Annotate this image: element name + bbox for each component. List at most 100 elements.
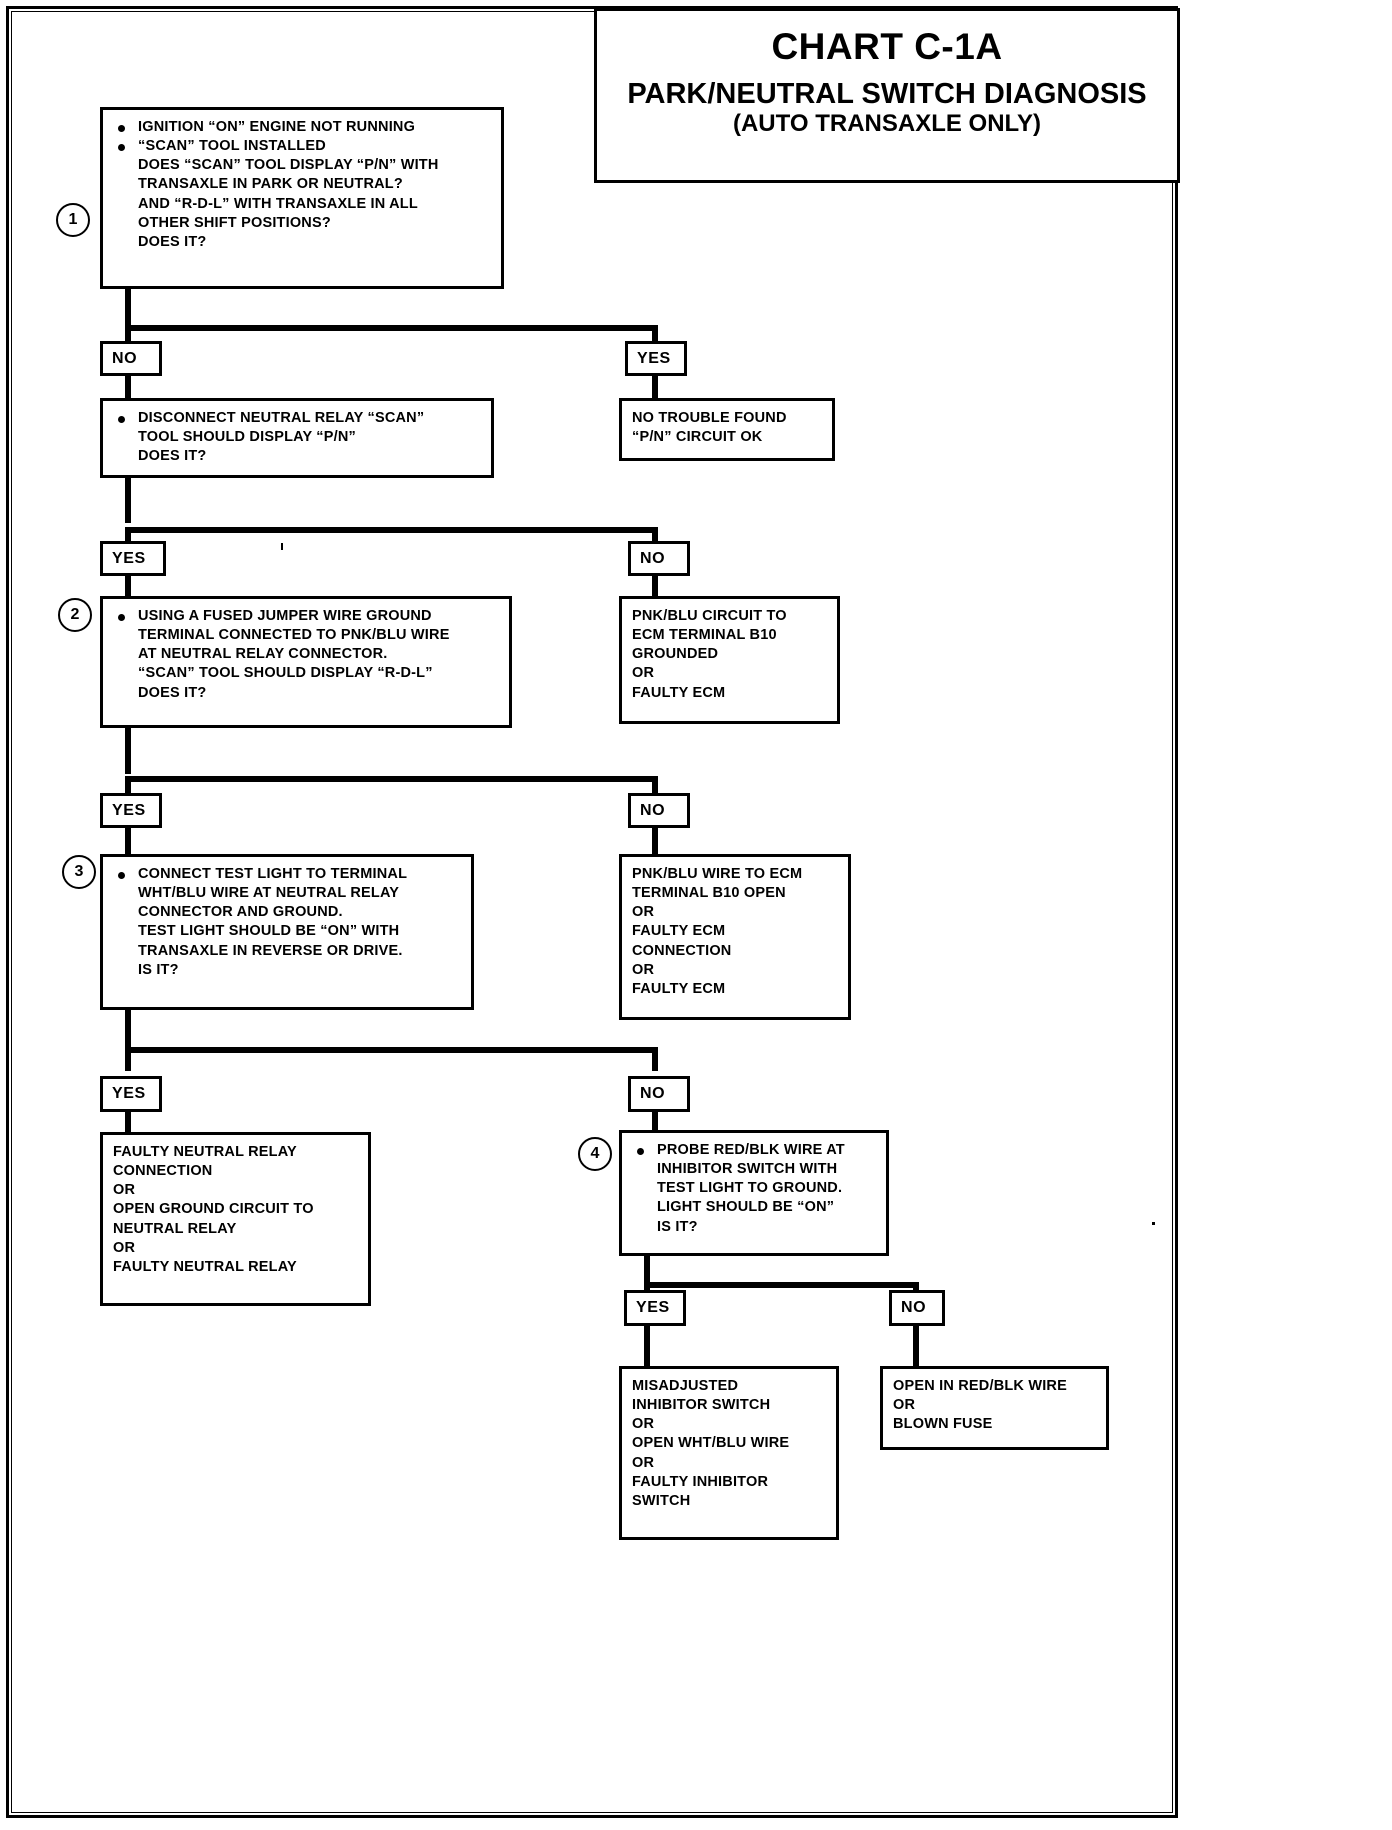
step-3-no-result-line-2: TERMINAL B10 OPEN xyxy=(632,885,786,902)
step-3-yes-result-line-4: OPEN GROUND CIRCUIT TO xyxy=(113,1201,314,1218)
step-2-line-4: “SCAN” TOOL SHOULD DISPLAY “R-D-L” xyxy=(138,665,433,682)
step-1-no-box: DISCONNECT NEUTRAL RELAY “SCAN” TOOL SHO… xyxy=(100,398,494,478)
step-4-no-result-box: OPEN IN RED/BLK WIRE OR BLOWN FUSE xyxy=(880,1366,1109,1450)
connector-step4-split xyxy=(644,1282,919,1288)
step-2-line-1: USING A FUSED JUMPER WIRE GROUND xyxy=(111,607,499,626)
step-1-yes-result-line-2: “P/N” CIRCUIT OK xyxy=(632,429,763,446)
connector-no3-down xyxy=(652,826,658,856)
step-3-no-result-line-1: PNK/BLU WIRE TO ECM xyxy=(632,866,803,882)
step-number-3: 3 xyxy=(62,855,96,889)
step-4-yes-result-box: MISADJUSTED INHIBITOR SWITCH OR OPEN WHT… xyxy=(619,1366,839,1540)
connector-disconnect-to-no xyxy=(652,527,658,544)
step-1-line-7: DOES IT? xyxy=(138,233,207,250)
label-step3-yes: YES xyxy=(100,793,162,828)
step-3-no-result-line-4: FAULTY ECM xyxy=(632,923,726,940)
label-step4-result-yes: YES xyxy=(624,1290,686,1326)
step-3-no-result-line-3: OR xyxy=(632,904,655,921)
step-1-line-4: TRANSAXLE IN PARK OR NEUTRAL? xyxy=(138,176,403,193)
step-3-line-2: WHT/BLU WIRE AT NEUTRAL RELAY xyxy=(138,885,400,902)
step-1-line-3: DOES “SCAN” TOOL DISPLAY “P/N” WITH xyxy=(138,157,439,174)
chart-qualifier: (AUTO TRANSAXLE ONLY) xyxy=(732,110,1041,138)
step-3-yes-result-line-3: OR xyxy=(113,1182,136,1199)
connector-step2-to-yes xyxy=(125,776,131,796)
step-2-line-5: DOES IT? xyxy=(138,684,207,701)
step-4-yes-result-line-7: SWITCH xyxy=(632,1492,691,1509)
connector-no5-down xyxy=(913,1324,919,1368)
step-3-yes-result-line-2: CONNECTION xyxy=(113,1163,213,1180)
step-2-line-3: AT NEUTRAL RELAY CONNECTOR. xyxy=(138,646,388,663)
step-3-line-3: CONNECTOR AND GROUND. xyxy=(138,904,343,921)
step-1-yes-result-box: NO TROUBLE FOUND “P/N” CIRCUIT OK xyxy=(619,398,835,461)
connector-step3-to-no xyxy=(652,1047,658,1071)
connector-step3-split xyxy=(125,1047,658,1053)
step-1-yes-result-line-1: NO TROUBLE FOUND xyxy=(632,410,787,426)
connector-step2-stem xyxy=(125,728,131,774)
connector-no1-down xyxy=(125,374,131,400)
step-3-line-1: CONNECT TEST LIGHT TO TERMINAL xyxy=(111,865,461,884)
step-1-line-6: OTHER SHIFT POSITIONS? xyxy=(138,214,331,231)
connector-step1-to-yes xyxy=(652,325,658,345)
step-4-yes-result-line-1: MISADJUSTED xyxy=(632,1378,739,1394)
step-3-line-6: IS IT? xyxy=(138,961,179,978)
step-3-no-result-box: PNK/BLU WIRE TO ECM TERMINAL B10 OPEN OR… xyxy=(619,854,851,1020)
connector-step1-split xyxy=(125,325,658,331)
connector-yes1-down xyxy=(652,374,658,400)
label-step2-yes: YES xyxy=(100,541,166,576)
step-4-line-2: INHIBITOR SWITCH WITH xyxy=(657,1161,838,1178)
step-number-4: 4 xyxy=(578,1137,612,1171)
step-4-no-result-line-1: OPEN IN RED/BLK WIRE xyxy=(893,1378,1067,1394)
step-1-line-2: “SCAN” TOOL INSTALLED xyxy=(111,137,491,156)
label-step2-no: NO xyxy=(628,541,690,576)
connector-step3-to-yes xyxy=(125,1047,131,1071)
step-3-no-result-line-5: CONNECTION xyxy=(632,942,732,959)
step-3-yes-result-line-7: FAULTY NEUTRAL RELAY xyxy=(113,1258,297,1275)
step-4-yes-result-line-4: OPEN WHT/BLU WIRE xyxy=(632,1435,790,1452)
step-3-yes-result-line-5: NEUTRAL RELAY xyxy=(113,1220,237,1237)
connector-step3-stem xyxy=(125,1010,131,1052)
step-2-no-result-box: PNK/BLU CIRCUIT TO ECM TERMINAL B10 GROU… xyxy=(619,596,840,724)
connector-disconnect-split xyxy=(125,527,658,533)
step-4-box: PROBE RED/BLK WIRE AT INHIBITOR SWITCH W… xyxy=(619,1130,889,1256)
connector-yes4-down xyxy=(125,1110,131,1134)
connector-step1-stem xyxy=(125,289,131,331)
step-1-line-1: IGNITION “ON” ENGINE NOT RUNNING xyxy=(111,118,491,137)
step-2-line-2: TERMINAL CONNECTED TO PNK/BLU WIRE xyxy=(138,627,450,644)
step-2-no-result-line-5: FAULTY ECM xyxy=(632,684,726,701)
label-step3-no: NO xyxy=(628,793,690,828)
connector-yes3-down xyxy=(125,826,131,856)
step-4-no-result-line-3: BLOWN FUSE xyxy=(893,1416,993,1433)
page-border-outer xyxy=(6,6,1178,1818)
label-step4-no: NO xyxy=(628,1076,690,1112)
step-4-line-4: LIGHT SHOULD BE “ON” xyxy=(657,1199,835,1216)
step-3-no-result-line-7: FAULTY ECM xyxy=(632,980,726,997)
step-2-no-result-line-2: ECM TERMINAL B10 xyxy=(632,627,777,644)
step-4-yes-result-line-6: FAULTY INHIBITOR xyxy=(632,1473,769,1490)
connector-step1-to-no xyxy=(125,325,131,345)
step-2-box: USING A FUSED JUMPER WIRE GROUND TERMINA… xyxy=(100,596,512,728)
step-3-line-5: TRANSAXLE IN REVERSE OR DRIVE. xyxy=(138,942,403,959)
label-step1-yes: YES xyxy=(625,341,687,376)
connector-yes2-down xyxy=(125,574,131,598)
step-2-no-result-line-4: OR xyxy=(632,665,655,682)
step-1-no-line-1: DISCONNECT NEUTRAL RELAY “SCAN” xyxy=(111,409,481,428)
connector-disconnect-to-yes xyxy=(125,527,131,544)
title-block: CHART C-1A PARK/NEUTRAL SWITCH DIAGNOSIS… xyxy=(594,8,1180,183)
step-3-no-result-line-6: OR xyxy=(632,961,655,978)
step-1-no-line-3: DOES IT? xyxy=(138,448,207,465)
step-3-yes-result-line-1: FAULTY NEUTRAL RELAY xyxy=(113,1144,297,1160)
step-4-line-5: IS IT? xyxy=(657,1218,698,1235)
step-4-yes-result-line-3: OR xyxy=(632,1416,655,1433)
step-4-line-1: PROBE RED/BLK WIRE AT xyxy=(630,1141,876,1160)
step-1-no-line-2: TOOL SHOULD DISPLAY “P/N” xyxy=(138,429,356,446)
step-4-no-result-line-2: OR xyxy=(893,1397,916,1414)
scan-artifact-dot xyxy=(1152,1222,1155,1225)
step-2-no-result-line-3: GROUNDED xyxy=(632,646,719,663)
step-3-yes-result-box: FAULTY NEUTRAL RELAY CONNECTION OR OPEN … xyxy=(100,1132,371,1306)
chart-title: PARK/NEUTRAL SWITCH DIAGNOSIS xyxy=(627,77,1147,110)
label-step4-yes: YES xyxy=(100,1076,162,1112)
step-number-2: 2 xyxy=(58,598,92,632)
connector-no4-down xyxy=(652,1110,658,1134)
step-3-box: CONNECT TEST LIGHT TO TERMINAL WHT/BLU W… xyxy=(100,854,474,1010)
step-4-yes-result-line-2: INHIBITOR SWITCH xyxy=(632,1397,771,1414)
